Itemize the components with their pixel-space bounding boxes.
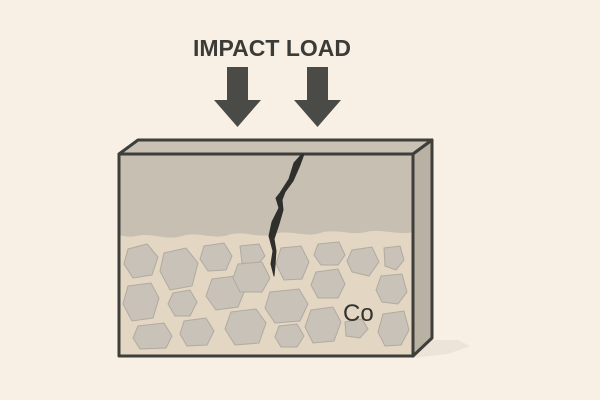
stone (377, 310, 410, 347)
load-arrows (214, 67, 341, 127)
block-front-outline (117, 152, 415, 358)
block-top-face (117, 138, 434, 156)
stone (304, 306, 342, 344)
stone (239, 243, 266, 265)
stone (122, 282, 160, 322)
stone (159, 247, 199, 291)
stone (199, 242, 233, 272)
down-arrow-icon (214, 67, 261, 127)
concrete-block (117, 138, 434, 358)
stone (167, 289, 198, 317)
aggregate-stones (122, 241, 410, 350)
stone (344, 318, 369, 339)
stone (313, 241, 346, 266)
stone (123, 243, 159, 279)
stone (383, 245, 405, 271)
block-upper-layer (119, 154, 413, 238)
stone (224, 308, 267, 346)
stone (264, 288, 309, 324)
stone (275, 245, 310, 281)
stone (179, 317, 215, 347)
stone (310, 268, 346, 299)
block-shadow (412, 340, 470, 358)
stone (375, 273, 408, 305)
impact-load-title: IMPACT LOAD (193, 35, 351, 61)
stone (132, 322, 173, 350)
crack (268, 153, 305, 277)
stone (346, 246, 380, 277)
block-side-face (411, 138, 434, 358)
stone (274, 323, 305, 348)
down-arrow-icon (294, 67, 341, 127)
stone (232, 261, 271, 293)
material-label: Co (343, 300, 374, 327)
